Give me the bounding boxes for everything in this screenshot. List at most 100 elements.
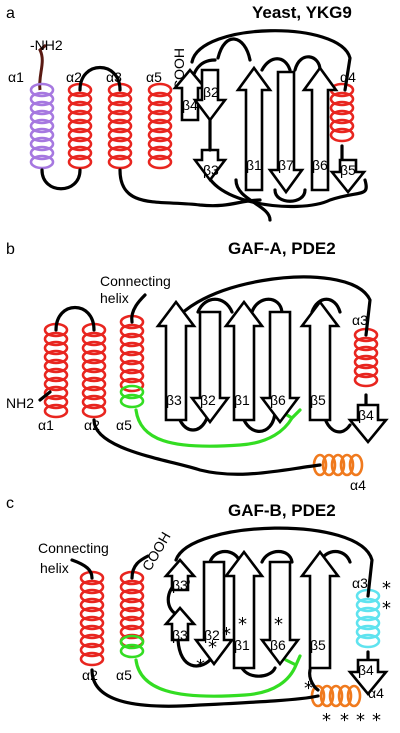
helix-turn	[339, 453, 355, 477]
helix-alpha5	[147, 82, 173, 170]
helix-alpha1-label: α1	[8, 69, 24, 85]
helix-alpha3	[107, 82, 133, 170]
helix-turn	[119, 350, 145, 366]
loop	[118, 168, 262, 208]
helix-turn	[79, 588, 105, 604]
strand-beta2	[193, 560, 235, 667]
panel-b: b GAF-A, PDE2 Connecting helix α1 α2 NH2…	[6, 239, 389, 493]
helix-turn	[43, 403, 69, 419]
strand-beta5-label: β5	[310, 637, 326, 653]
panel-c-title: GAF-B, PDE2	[228, 501, 336, 520]
helix-alpha5-label: α5	[146, 69, 162, 85]
helix-turn	[119, 579, 145, 595]
helix-turn	[119, 624, 145, 640]
strand-beta3-prime	[163, 558, 197, 592]
strand-beta4	[347, 658, 389, 697]
asterisk: *	[304, 678, 313, 699]
helix-turn	[81, 385, 107, 401]
connecting-helix-label-line1: Connecting	[38, 540, 109, 556]
helix-turn	[29, 136, 55, 152]
panel-a: a Yeast, YKG9 -NH2 α1 α2 α3 α5 α4 COOH	[6, 3, 368, 222]
helix-turn	[107, 154, 133, 170]
helix-turn	[29, 82, 55, 98]
strand-beta5-label: β5	[310, 392, 326, 408]
helix-turn	[119, 643, 145, 659]
green-loop	[134, 654, 302, 698]
strand-beta6	[259, 310, 301, 425]
loop	[130, 293, 147, 324]
loop	[38, 390, 52, 402]
helix-turn	[329, 118, 355, 134]
strand-beta4	[347, 403, 389, 445]
helix-turn	[29, 91, 55, 107]
helix-turn	[79, 633, 105, 649]
helix-turn	[119, 588, 145, 604]
helix-turn	[329, 109, 355, 125]
helix-turn	[81, 358, 107, 374]
loop	[54, 305, 96, 332]
helix-turn	[81, 367, 107, 383]
helix-alpha4	[312, 453, 364, 477]
helix-alpha3	[353, 327, 379, 388]
helix-turn	[321, 453, 337, 477]
helix-turn	[119, 393, 145, 409]
strand-beta6-label: β6	[270, 392, 286, 408]
helix-turn	[43, 367, 69, 383]
strand-beta3-prime-label: β3'	[172, 577, 191, 593]
helix-turn	[67, 136, 93, 152]
helix-turn	[337, 684, 353, 708]
loop	[293, 55, 322, 72]
asterisk: *	[382, 578, 391, 599]
strand-beta6	[301, 65, 339, 192]
helix-turn	[355, 597, 381, 613]
helix-alpha3-label: α3	[352, 312, 368, 328]
asterisk: *	[238, 614, 247, 635]
helix-turn	[355, 633, 381, 649]
helix-turn	[29, 127, 55, 143]
helix-turn	[353, 336, 379, 352]
helix-turn	[79, 579, 105, 595]
asterisk: *	[382, 598, 391, 619]
loop	[208, 549, 242, 564]
panel-c-letter: c	[6, 495, 14, 512]
loop	[92, 418, 322, 476]
strand-beta1	[223, 549, 265, 670]
helix-alpha5-green	[119, 384, 145, 409]
strand-beta7	[267, 70, 305, 195]
helix-alpha1	[43, 322, 69, 419]
helix-alpha2-label: α2	[66, 69, 82, 85]
helix-alpha1-label: α1	[38, 417, 54, 433]
loop	[176, 638, 212, 668]
helix-turn	[353, 345, 379, 361]
loop	[260, 549, 294, 564]
helix-turn	[79, 624, 105, 640]
helix-turn	[43, 385, 69, 401]
helix-alpha1	[29, 82, 55, 170]
helix-turn	[29, 154, 55, 170]
helix-turn	[119, 615, 145, 631]
helix-turn	[81, 403, 107, 419]
helix-alpha3	[355, 588, 381, 649]
loop	[196, 297, 234, 314]
helix-turn	[353, 354, 379, 370]
asterisk: *	[208, 637, 217, 658]
helix-turn	[79, 615, 105, 631]
loop	[70, 558, 94, 580]
connecting-helix-label-line2: helix	[100, 290, 129, 306]
helix-turn	[147, 127, 173, 143]
helix-alpha2	[67, 82, 93, 170]
helix-turn	[81, 394, 107, 410]
helix-turn	[119, 323, 145, 339]
asterisk: *	[372, 710, 381, 731]
helix-turn	[43, 349, 69, 365]
loop	[130, 554, 150, 580]
helix-turn	[79, 597, 105, 613]
loop	[40, 168, 82, 191]
strand-beta5	[299, 549, 341, 670]
strand-beta3-label: β3	[172, 627, 188, 643]
helix-alpha5-green	[119, 634, 145, 659]
loop	[174, 526, 374, 598]
loop	[216, 37, 252, 62]
panel-c: c GAF-B, PDE2 Connecting helix α2 α5 COO…	[6, 495, 391, 731]
